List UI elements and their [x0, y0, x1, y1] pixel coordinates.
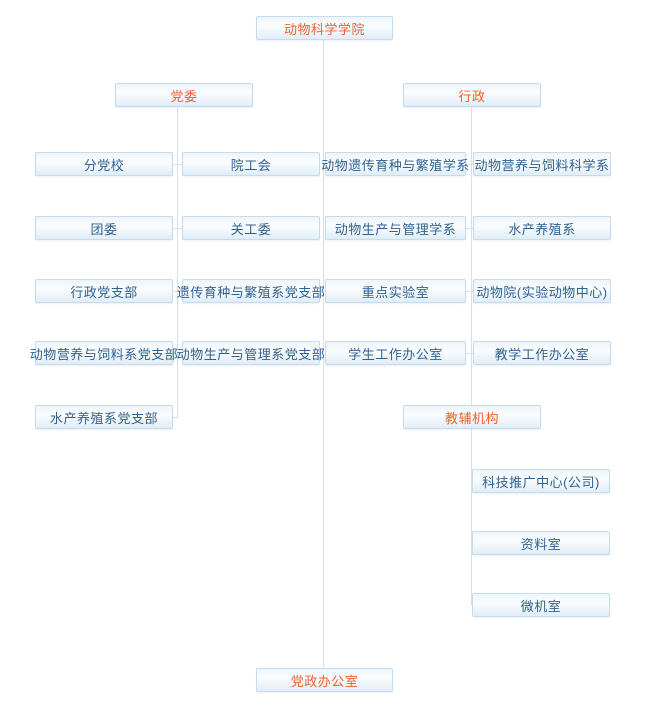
aux-drop-line: [471, 429, 472, 605]
connector-tick: [173, 291, 182, 292]
node-administration: 行政: [403, 83, 541, 107]
party-drop-line: [177, 107, 178, 417]
node-reference-room: 资料室: [472, 531, 610, 555]
node-genetics-dept: 动物遗传育种与繁殖学系: [321, 152, 469, 176]
node-labor-union: 院工会: [182, 152, 320, 176]
node-tech-promotion-center: 科技推广中心(公司): [472, 469, 610, 493]
node-nutrition-party-branch: 动物营养与饲料系党支部: [30, 341, 178, 365]
node-student-affairs-office: 学生工作办公室: [325, 341, 466, 365]
node-computer-room: 微机室: [472, 593, 610, 617]
node-admin-party-branch: 行政党支部: [35, 279, 173, 303]
node-key-laboratory: 重点实验室: [325, 279, 466, 303]
node-auxiliary-institutions: 教辅机构: [403, 405, 541, 429]
admin-drop-line: [471, 107, 472, 405]
connector-tick: [466, 353, 474, 354]
node-party-committee: 党委: [115, 83, 253, 107]
connector-tick: [173, 417, 178, 418]
connector-tick: [466, 164, 474, 165]
trunk-line: [323, 40, 324, 668]
node-production-dept: 动物生产与管理学系: [325, 216, 466, 240]
node-aquaculture-party-branch: 水产养殖系党支部: [35, 405, 173, 429]
connector-tick: [173, 164, 182, 165]
connector-tick: [466, 228, 474, 229]
connector-tick: [466, 291, 474, 292]
node-root: 动物科学学院: [256, 16, 393, 40]
node-teaching-office: 教学工作办公室: [473, 341, 611, 365]
node-party-school: 分党校: [35, 152, 173, 176]
node-breeding-party-branch: 遗传育种与繁殖系党支部: [177, 279, 325, 303]
node-party-admin-office: 党政办公室: [256, 668, 393, 692]
node-animal-center: 动物院(实验动物中心): [473, 279, 611, 303]
node-care-committee: 关工委: [182, 216, 320, 240]
node-aquaculture-dept: 水产养殖系: [473, 216, 611, 240]
node-youth-league: 团委: [35, 216, 173, 240]
connector-tick: [173, 353, 182, 354]
connector-tick: [173, 228, 182, 229]
node-production-party-branch: 动物生产与管理系党支部: [177, 341, 325, 365]
node-nutrition-dept: 动物营养与饲料科学系: [473, 152, 611, 176]
